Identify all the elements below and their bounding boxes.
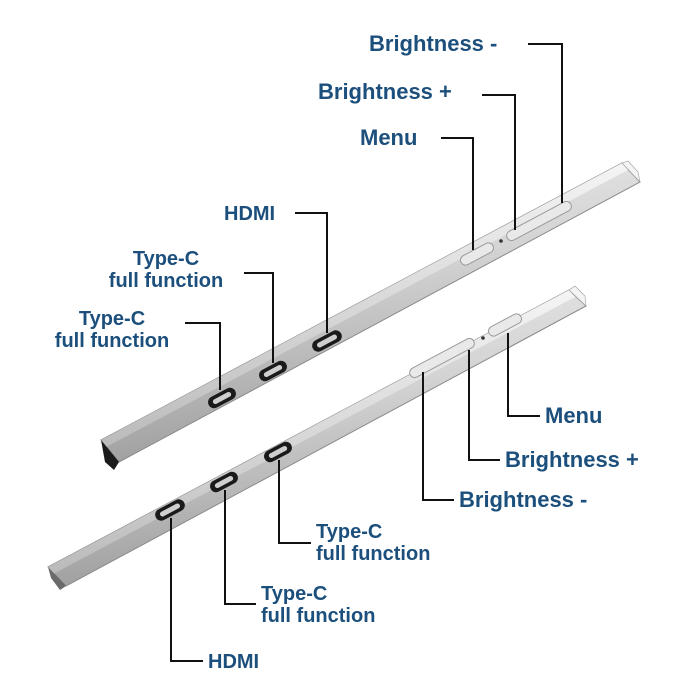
top-port-typec-lower [208, 387, 236, 409]
top-typec-lower-label: Type-C full function [42, 308, 182, 352]
top-typec-lower-line1: Type-C [78, 308, 146, 330]
leader-bottom-typec-lower [224, 490, 256, 605]
leader-bottom-brightness-minus [422, 372, 454, 501]
bottom-menu-label: Menu [545, 403, 603, 428]
bottom-typec-upper-line1: Type-C [316, 521, 383, 543]
top-indicator-dot [499, 239, 503, 243]
bottom-typec-lower-label: Type-C full function [261, 583, 375, 627]
top-monitor-edge [100, 160, 641, 470]
top-typec-upper-label: Type-C full function [96, 248, 236, 292]
bottom-typec-lower-line1: Type-C [261, 583, 328, 605]
leader-bottom-brightness-plus [468, 350, 500, 461]
bottom-indicator-dot [481, 336, 485, 340]
bottom-brightness-minus-label: Brightness - [459, 487, 588, 512]
top-typec-lower-line2: full function [54, 330, 170, 352]
top-port-hdmi [312, 330, 342, 352]
bottom-typec-upper-label: Type-C full function [316, 521, 430, 565]
bottom-port-typec-upper [264, 441, 292, 463]
leader-top-hdmi [295, 212, 328, 333]
bottom-typec-upper-line2: full function [316, 543, 431, 565]
leader-top-menu [441, 137, 474, 250]
bottom-typec-lower-line2: full function [261, 605, 376, 627]
bottom-hdmi-label: HDMI [208, 651, 260, 673]
top-brightness-minus-label: Brightness - [369, 31, 498, 56]
bottom-port-hdmi [155, 499, 185, 521]
leader-lines [170, 43, 563, 662]
leader-bottom-hdmi [170, 518, 203, 662]
top-brightness-plus-label: Brightness + [318, 79, 452, 104]
bottom-brightness-plus-label: Brightness + [505, 447, 639, 472]
leader-bottom-menu [507, 333, 540, 417]
bottom-port-typec-lower [210, 471, 238, 493]
bottom-menu-button [488, 313, 522, 337]
leader-top-brightness-minus [528, 43, 563, 203]
top-menu-label: Menu [360, 125, 418, 150]
leader-top-typec-lower [185, 322, 221, 390]
top-brightness-rocker [506, 200, 572, 242]
leader-bottom-typec-upper [278, 460, 311, 544]
top-hdmi-label: HDMI [224, 203, 276, 225]
top-port-typec-upper [259, 360, 287, 382]
top-typec-upper-line2: full function [108, 270, 224, 292]
leader-top-brightness-plus [482, 94, 516, 230]
top-typec-upper-line1: Type-C [132, 248, 200, 270]
top-menu-button [460, 242, 494, 266]
leader-top-typec-upper [244, 272, 274, 363]
